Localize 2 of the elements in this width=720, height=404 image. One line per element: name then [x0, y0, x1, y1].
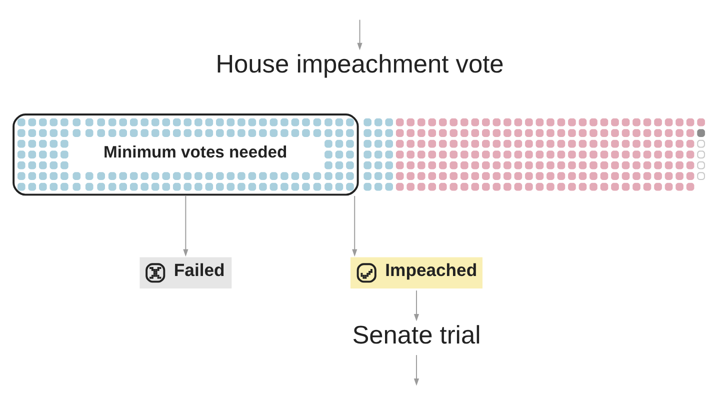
node-text: House impeachment vote — [216, 50, 504, 79]
node-text: Senate trial — [352, 322, 481, 350]
